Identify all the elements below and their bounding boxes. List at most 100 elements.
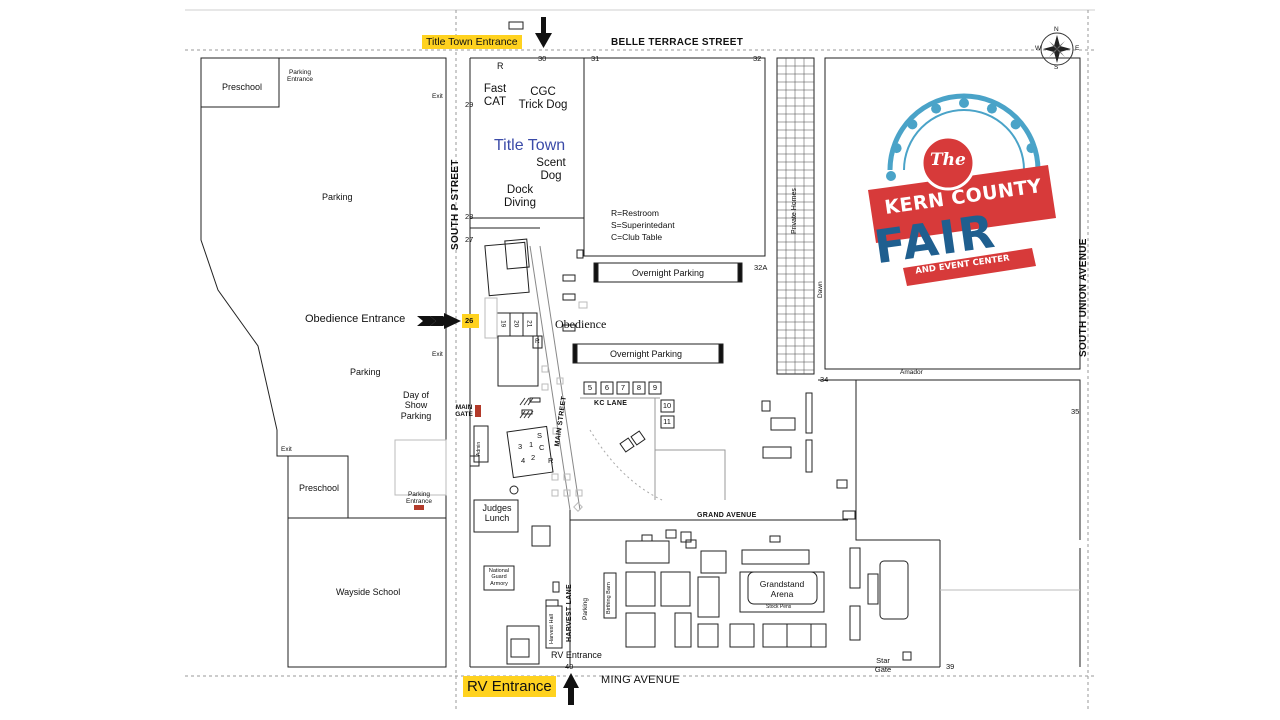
ring-19: 19 [499, 320, 507, 328]
building-9: 9 [652, 383, 658, 392]
national-guard-building [483, 565, 515, 591]
obedience-label: Obedience [555, 317, 607, 331]
gate-34: 34 [820, 375, 829, 384]
title-town-label: Title Town [494, 137, 566, 154]
preschool-bottom-label: Preschool [299, 483, 340, 493]
main-street-road [529, 245, 571, 511]
ring-3: 3 [518, 442, 523, 451]
superintendent-marker: S [537, 431, 543, 440]
parking-label-3: Parking [582, 597, 589, 620]
exit-label-1: Exit [432, 93, 443, 100]
map-legend: R=Restroom S=Superintedant C=Club Table [611, 207, 675, 243]
restroom-marker: R [497, 61, 504, 71]
wayside-school-outline [287, 517, 447, 668]
gate-26-highlight [462, 314, 479, 328]
harvest-lane-label: HARVEST LANE [566, 584, 573, 642]
ming-avenue-label: MING AVENUE [601, 674, 680, 686]
compass-e: E [1075, 45, 1080, 52]
restroom-marker-2: R [548, 456, 554, 465]
private-homes-strip [776, 57, 815, 375]
day-of-show-lot [394, 439, 447, 496]
parking-entrance-marker [414, 505, 424, 510]
admin-label: Admin [476, 441, 482, 456]
legend-superintendant: S=Superintedant [611, 220, 675, 230]
title-town-arrow [535, 17, 552, 48]
ferris-wheel-gondola [1026, 143, 1037, 154]
rv-entrance-small-label: RV Entrance [551, 650, 602, 660]
ring-20: 20 [512, 320, 520, 328]
gate-26: 26 [465, 316, 474, 325]
wayside-school-label: Wayside School [336, 587, 401, 597]
parking-entrance-top-label: Parking Entrance [286, 69, 314, 84]
building-8: 8 [636, 383, 642, 392]
building-5: 5 [587, 383, 593, 392]
parking-entrance-bottom-label: Parking Entrance [405, 491, 433, 506]
gate-39: 39 [946, 662, 955, 671]
gate-29: 29 [465, 100, 474, 109]
ferris-wheel-gondola [891, 143, 902, 154]
star-gate-label: Star Gate [874, 656, 892, 674]
legend-restroom: R=Restroom [611, 208, 659, 218]
scent-dog-label: Scent Dog [536, 157, 566, 183]
restroom-marker-small: R [535, 338, 540, 345]
ferris-wheel-gondola [1010, 119, 1021, 130]
obedience-arrow [417, 313, 461, 329]
judges-lunch-building [473, 499, 519, 533]
ring-21: 21 [525, 320, 533, 328]
gate-30: 30 [538, 54, 547, 63]
compass-n: N [1054, 26, 1059, 33]
ferris-wheel-gondola [959, 98, 969, 108]
gate-40: 40 [565, 662, 574, 671]
map-frame [185, 9, 1095, 710]
ferris-wheel-gondola [986, 103, 997, 114]
dock-diving-label: Dock Diving [504, 184, 536, 210]
judges-lunch-label: Judges Lunch [482, 503, 512, 524]
kern-county-fair-logo [868, 93, 1056, 286]
main-gate-marker [475, 405, 481, 417]
exit-label-2: Exit [432, 351, 443, 358]
ferris-wheel-gondola [931, 103, 942, 114]
title-town-entrance-label: Title Town Entrance [422, 35, 522, 50]
title-town-arena [583, 57, 766, 257]
parking-label-1: Parking [322, 192, 353, 202]
gate-27: 27 [465, 235, 474, 244]
legend-club-table: C=Club Table [611, 232, 663, 242]
kc-lane-label: KC LANE [594, 400, 628, 407]
compass-s: S [1054, 64, 1059, 71]
gate-28: 28 [465, 212, 474, 221]
birthing-barn-label: Birthing Barn [606, 582, 612, 614]
harvest-hall-label: Harvest Hall [549, 614, 555, 644]
gate-32: 32 [753, 54, 762, 63]
national-guard-armory-label: National Guard Armory [488, 568, 510, 587]
ring-2: 2 [531, 453, 536, 462]
left-parking-parcel [200, 57, 447, 668]
cgc-trick-dog-label: CGC Trick Dog [518, 86, 568, 112]
belle-terrace-street-label: BELLE TERRACE STREET [611, 37, 744, 48]
rv-entrance-arrow [563, 673, 579, 705]
center-ring-building [506, 425, 554, 479]
building-11: 11 [663, 417, 671, 426]
fast-cat-label: Fast CAT [483, 83, 507, 109]
dawn-label: Dawn [817, 281, 824, 298]
private-homes-label: Private Homes [791, 188, 798, 234]
grand-avenue-label: GRAND AVENUE [697, 512, 757, 519]
stock-pens-label: Stock Pens [766, 604, 792, 610]
birthing-barn [603, 572, 617, 619]
overnight-parking-top-label: Overnight Parking [631, 268, 705, 278]
preschool-top-building [200, 57, 280, 108]
rv-entrance-large-label: RV Entrance [463, 676, 556, 698]
logo-the: The [930, 150, 966, 170]
parking-label-2: Parking [350, 367, 381, 377]
admin-building [473, 425, 489, 463]
gate-32a: 32A [754, 263, 768, 272]
building-7: 7 [620, 383, 626, 392]
building-6: 6 [604, 383, 610, 392]
obedience-entrance-label: Obedience Entrance [305, 313, 406, 325]
ferris-wheel-gondola [907, 119, 918, 130]
building-10: 10 [662, 401, 672, 410]
private-homes-grid [785, 58, 805, 374]
ring-1: 1 [529, 440, 534, 449]
day-of-show-parking-label: Day of Show Parking [400, 390, 432, 421]
exit-label-3: Exit [281, 446, 292, 453]
